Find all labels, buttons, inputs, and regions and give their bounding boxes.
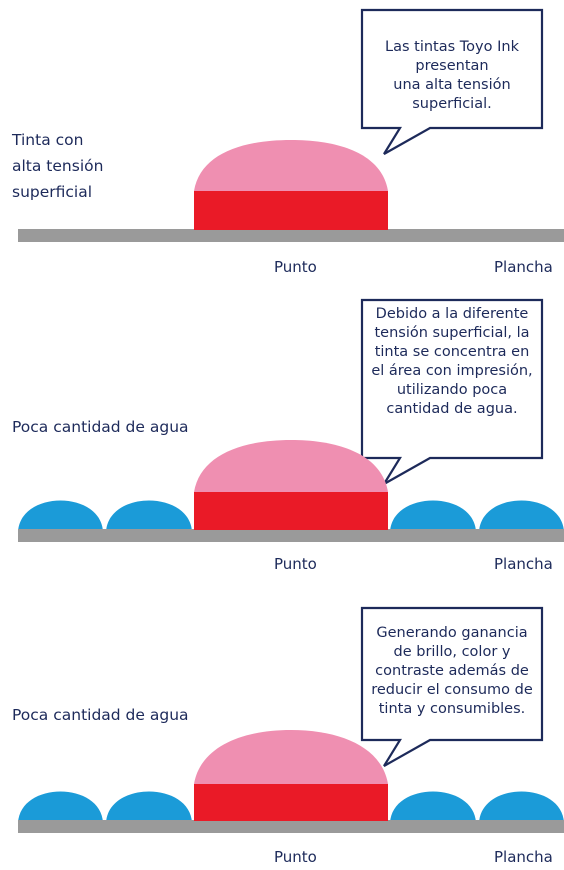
ink-base: [194, 784, 388, 821]
ink-dome: [194, 140, 388, 191]
ink-dome: [194, 440, 388, 492]
water-drop: [18, 500, 103, 532]
dot-caption: Punto: [274, 258, 317, 276]
ink-base: [194, 492, 388, 530]
water-drop: [106, 500, 192, 532]
plate: [18, 820, 564, 833]
water-drop: [479, 500, 564, 532]
panel-2-diagram: [18, 298, 564, 542]
panel-1: Tinta con alta tensión superficial Las t…: [0, 0, 564, 290]
bubble-text: Debido a la diferente tensión superficia…: [371, 306, 533, 417]
panel-3: Poca cantidad de agua Generando ganancia…: [0, 580, 564, 870]
water-drop: [390, 791, 476, 823]
plate: [18, 529, 564, 542]
plate-caption: Plancha: [494, 848, 553, 866]
bubble-text: Generando ganancia de brillo, color y co…: [371, 625, 533, 717]
speech-bubble: [360, 606, 544, 767]
dot-caption: Punto: [274, 555, 317, 573]
water-drop: [106, 791, 192, 823]
ink-base: [194, 191, 388, 230]
dot-caption: Punto: [274, 848, 317, 866]
speech-bubble: [360, 8, 544, 155]
plate: [18, 229, 564, 242]
side-label: Poca cantidad de agua: [12, 418, 189, 436]
side-label: Tinta con alta tensión superficial: [12, 131, 104, 201]
ink-dome: [194, 730, 388, 784]
plate-caption: Plancha: [494, 555, 553, 573]
water-drop: [18, 791, 103, 823]
water-drop: [479, 791, 564, 823]
speech-bubble: [360, 298, 544, 485]
panel-2: Poca cantidad de agua Debido a la difere…: [0, 290, 564, 580]
side-label: Poca cantidad de agua: [12, 706, 189, 724]
bubble-text: Las tintas Toyo Ink presentan una alta t…: [385, 39, 519, 112]
water-drop: [390, 500, 476, 532]
panel-1-diagram: [18, 8, 564, 242]
plate-caption: Plancha: [494, 258, 553, 276]
panel-3-diagram: [18, 606, 564, 833]
